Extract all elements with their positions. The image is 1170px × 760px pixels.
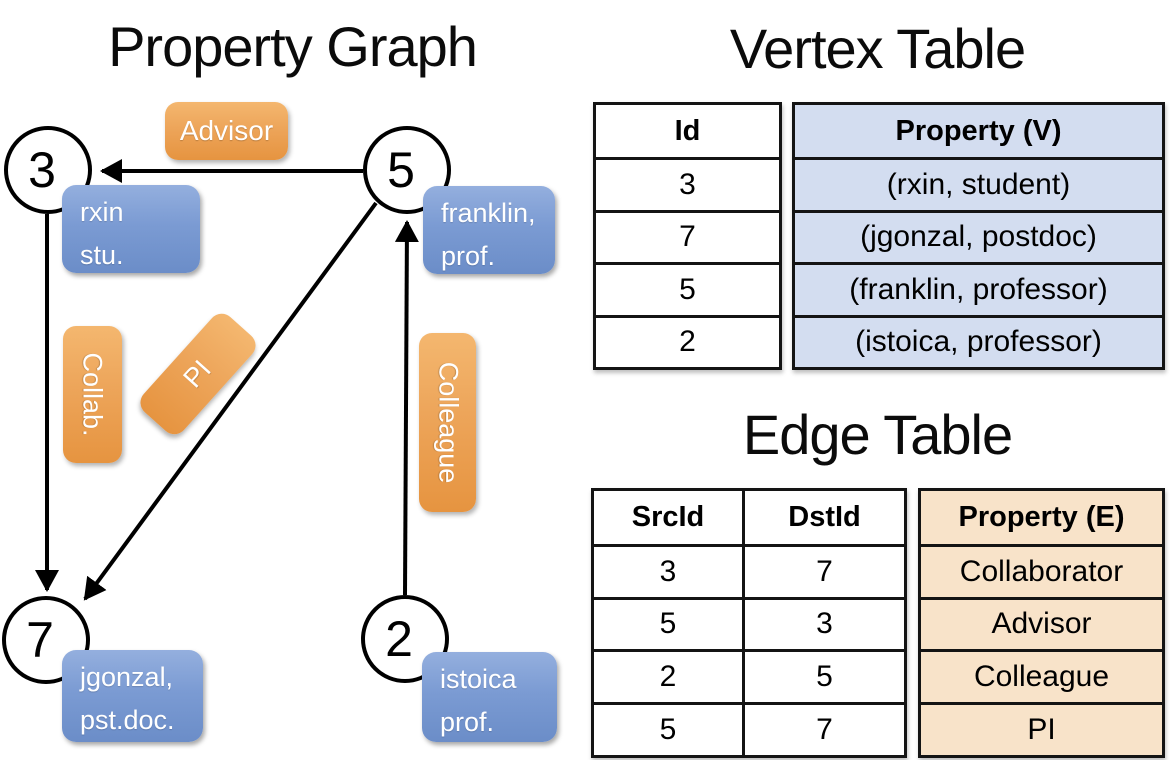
vertex-id-cell: 7: [596, 209, 779, 262]
edge-label-text: PI: [177, 354, 218, 394]
vertex-property-box-istoica: istoica prof.: [422, 652, 557, 742]
edge-property-cell: Collaborator: [921, 543, 1162, 597]
edge-dst-cell: 3: [742, 596, 904, 650]
column-header-property-v: Property (V): [895, 114, 1062, 147]
edge-dst-cell: 5: [742, 649, 904, 703]
edge-src-cell: 2: [594, 649, 742, 702]
vertex-property-cell: (franklin, professor): [795, 262, 1162, 314]
vertex-property-cell: (istoica, professor): [795, 314, 1162, 367]
edge-dst-cell: 7: [742, 702, 904, 755]
vertex-property-cell: (rxin, student): [795, 157, 1162, 209]
edge-label-advisor: Advisor: [165, 102, 288, 160]
graph-edges: [35, 159, 419, 601]
vertex-property-line: istoica: [440, 664, 517, 694]
vertex-property-line: pst.doc.: [80, 704, 175, 735]
node-circle-2: 2: [361, 595, 449, 683]
vertex-id-cell: 2: [596, 314, 779, 367]
vertex-property-cell: (jgonzal, postdoc): [795, 209, 1162, 262]
edge-property-cell: PI: [921, 702, 1162, 755]
edge-label-text: Advisor: [179, 115, 274, 146]
vertex-property-line: franklin,: [441, 198, 536, 228]
edge-property-cell: Colleague: [921, 649, 1162, 702]
vertex-property-box-rxin: rxin stu.: [62, 185, 200, 273]
edge-src-cell: 5: [594, 702, 742, 755]
node-id: 7: [26, 612, 54, 668]
vertex-property-line: stu.: [80, 239, 124, 270]
node-circle-5: 5: [363, 126, 451, 214]
edge-label-text: Colleague: [433, 361, 463, 484]
vertex-property-line: prof.: [441, 240, 496, 271]
property-graph-title: Property Graph: [108, 15, 478, 78]
edge-table-property-column: Property (E) Collaborator Advisor Collea…: [918, 488, 1165, 758]
edge-label-collab: Collab.: [63, 326, 122, 463]
edge-label-colleague: Colleague: [419, 333, 476, 512]
vertex-property-line: rxin: [80, 197, 124, 227]
edge-src-cell: 5: [594, 596, 742, 650]
column-header-srcid: SrcId: [631, 500, 705, 533]
vertex-table-property-column: Property (V) (rxin, student) (jgonzal, p…: [792, 102, 1165, 370]
edge-label-text: Collab.: [78, 352, 109, 437]
column-header-property-e: Property (E): [958, 500, 1125, 533]
vertex-property-box-franklin: franklin, prof.: [423, 186, 555, 274]
vertex-table-title: Vertex Table: [729, 17, 1026, 80]
edge-src-cell: 3: [594, 543, 742, 597]
edge-property-cell: Advisor: [921, 596, 1162, 650]
column-header-id: Id: [674, 114, 701, 147]
vertex-id-cell: 3: [596, 157, 779, 209]
vertex-property-line: prof.: [440, 706, 495, 737]
edge-table-src-dst-columns: SrcId DstId 3 7 5 3 2 5 5 7: [591, 488, 907, 758]
vertex-property-line: jgonzal,: [80, 662, 174, 692]
column-header-dstid: DstId: [742, 491, 904, 544]
node-id: 5: [387, 142, 415, 198]
node-id: 2: [385, 611, 413, 667]
edge-colleague-2-to-5: [394, 220, 419, 596]
node-id: 3: [28, 142, 56, 198]
vertex-property-box-jgonzal: jgonzal, pst.doc.: [62, 650, 203, 742]
edge-table-title: Edge Table: [742, 403, 1013, 466]
edge-dst-cell: 7: [742, 543, 904, 597]
edge-pi-5-to-7: [83, 201, 378, 601]
vertex-id-cell: 5: [596, 262, 779, 314]
vertex-table-id-column: Id 3 7 5 2: [593, 102, 782, 370]
